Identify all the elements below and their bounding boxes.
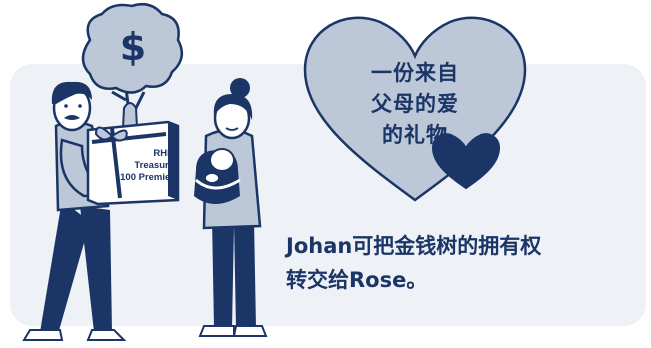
box-label-line1: RHB bbox=[153, 148, 174, 159]
baby-figure bbox=[194, 148, 241, 204]
money-tree-icon: $ bbox=[81, 3, 184, 129]
box-label-line3: 100 Premier bbox=[120, 172, 174, 183]
heart-line-3: 的礼物 bbox=[382, 123, 448, 147]
caption-text: Johan可把金钱树的拥有权 转交给Rose。 bbox=[286, 229, 636, 297]
box-label-line2: Treasure bbox=[134, 160, 174, 171]
dollar-icon: $ bbox=[120, 25, 146, 69]
heart-line-1: 一份来自 bbox=[371, 61, 459, 85]
caption-line-2: 转交给Rose。 bbox=[286, 268, 428, 292]
mother-figure bbox=[198, 78, 268, 337]
heart-message: 一份来自 父母的爱 的礼物 bbox=[340, 58, 490, 151]
box-label: RHB Treasure 100 Premier bbox=[96, 148, 174, 184]
heart-line-2: 父母的爱 bbox=[371, 92, 459, 116]
caption-line-1: Johan可把金钱树的拥有权 bbox=[286, 234, 542, 258]
gift-box bbox=[86, 120, 180, 206]
heart-small bbox=[431, 133, 501, 190]
